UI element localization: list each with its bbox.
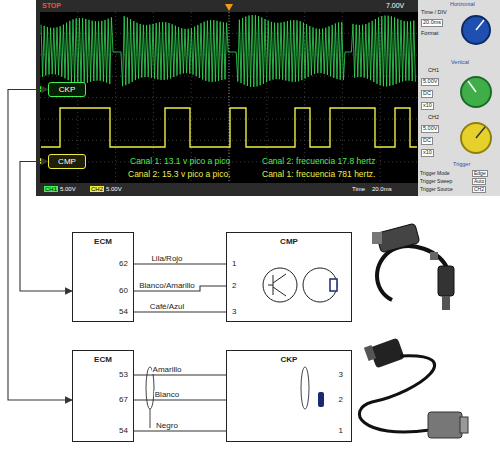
wire (134, 263, 226, 264)
pickup-coil (318, 392, 324, 407)
scope-label: CH2 (90, 186, 104, 192)
scope-label: CH1 (428, 68, 439, 74)
scope-label: Edge (472, 170, 488, 177)
wire-shield (146, 367, 309, 428)
scope-label: Format (421, 31, 438, 37)
scope-label: Time / DIV (421, 10, 447, 16)
wire-color-label: Amarillo (152, 366, 183, 374)
scope-label: 7.00V (386, 2, 404, 9)
pin-number: 3 (339, 371, 343, 379)
knob (461, 77, 491, 107)
sensor-box: ECM 53 67 54 (72, 350, 134, 442)
scope-label: x10 (421, 102, 434, 110)
wire (134, 430, 226, 431)
pin-number: 3 (232, 308, 236, 316)
pin-number: 2 (232, 282, 236, 290)
grid-line (115, 12, 116, 183)
scope-frame (36, 0, 500, 196)
scope-screen (40, 12, 418, 183)
pin-number: 54 (119, 308, 128, 316)
pin-number: 54 (119, 427, 128, 435)
sensor-box: ECM 62 60 54 (72, 232, 134, 322)
knob (462, 16, 490, 44)
box-heading: CMP (49, 158, 85, 166)
box-heading: CKP (227, 356, 351, 364)
scope-label: Canal 2: frecuencia 17.8 hertz (262, 157, 375, 166)
scope-label: CH2 (472, 186, 486, 193)
wire-color-label: Café/Azul (149, 303, 186, 311)
grid-line (40, 97, 418, 98)
wire (20, 162, 72, 292)
scope-label: 5.00V (421, 125, 439, 133)
ckp-sensor-photo (359, 338, 468, 438)
scope-label: x10 (421, 149, 434, 157)
scope-grid (40, 12, 418, 183)
box-heading: ECM (73, 356, 133, 364)
scope-label: Trigger Mode (420, 171, 450, 176)
sensor-box: CKP (48, 82, 86, 97)
connector-layer (8, 90, 226, 432)
scope-label: STOP (42, 2, 61, 9)
pin-number: 67 (119, 396, 128, 404)
scope-label: Vertical (451, 60, 469, 66)
scope-label: 5.00V (421, 78, 439, 86)
control-panel (418, 0, 500, 196)
cmp-sensor-photo (372, 223, 454, 310)
cmp-waveform (41, 108, 417, 147)
box-heading: CKP (49, 86, 85, 94)
scope-label: Trigger (453, 162, 470, 168)
pin-number: 1 (232, 260, 236, 268)
ckp-waveform (41, 15, 415, 87)
scope-label: Trigger Sweep (420, 179, 452, 184)
scope-label: 20.0ms (421, 19, 443, 27)
pin-number: 53 (119, 371, 128, 379)
scope-label: 20.0ms (372, 186, 392, 192)
wire-color-label: Blanco/Amarillo (138, 282, 196, 290)
grid-line (40, 140, 418, 141)
wire (134, 311, 226, 312)
sensor-box: CMP (48, 154, 86, 169)
wire (8, 90, 72, 401)
pin-number: 2 (339, 396, 343, 404)
box-heading: ECM (73, 238, 133, 246)
scope-label: 5.00V (106, 186, 122, 192)
sensor-box: CKP 3 2 1 (226, 350, 352, 442)
scope-label: Canal 1: 13.1 v pico a pico (130, 157, 230, 166)
scope-label: Horizontal (450, 2, 475, 8)
scope-label: DC (421, 137, 433, 145)
wire-color-label: Blanco (154, 391, 180, 399)
box-heading: CMP (227, 238, 351, 246)
grid-line (40, 119, 418, 120)
wire (134, 399, 226, 400)
trigger-marker (225, 4, 233, 11)
pin-number: 60 (119, 287, 128, 295)
scope-traces (41, 15, 417, 147)
scope-label: 5.00V (60, 186, 76, 192)
pin-number: 1 (339, 427, 343, 435)
hall-symbol (263, 268, 297, 302)
knob (461, 123, 491, 153)
scope-label: CH1 (44, 186, 58, 192)
wire (134, 374, 226, 375)
scope-label: Trigger Source (420, 187, 453, 192)
scope-label: Canal 2: 15.3 v pico a pico. (128, 170, 231, 179)
wire-color-label: Lila/Rojo (150, 255, 183, 263)
scope-label: DC (421, 90, 433, 98)
scope-label: Time (352, 186, 365, 192)
wire-color-label: Negro (155, 422, 179, 430)
sensor-box: CMP 1 2 3 (226, 232, 352, 322)
scope-label: Auto (472, 178, 486, 185)
scope-label: Canal 1: frecuencia 781 hertz. (262, 170, 375, 179)
magnet-symbol (303, 268, 337, 302)
scope-label: CH2 (428, 115, 439, 121)
pin-number: 62 (119, 260, 128, 268)
